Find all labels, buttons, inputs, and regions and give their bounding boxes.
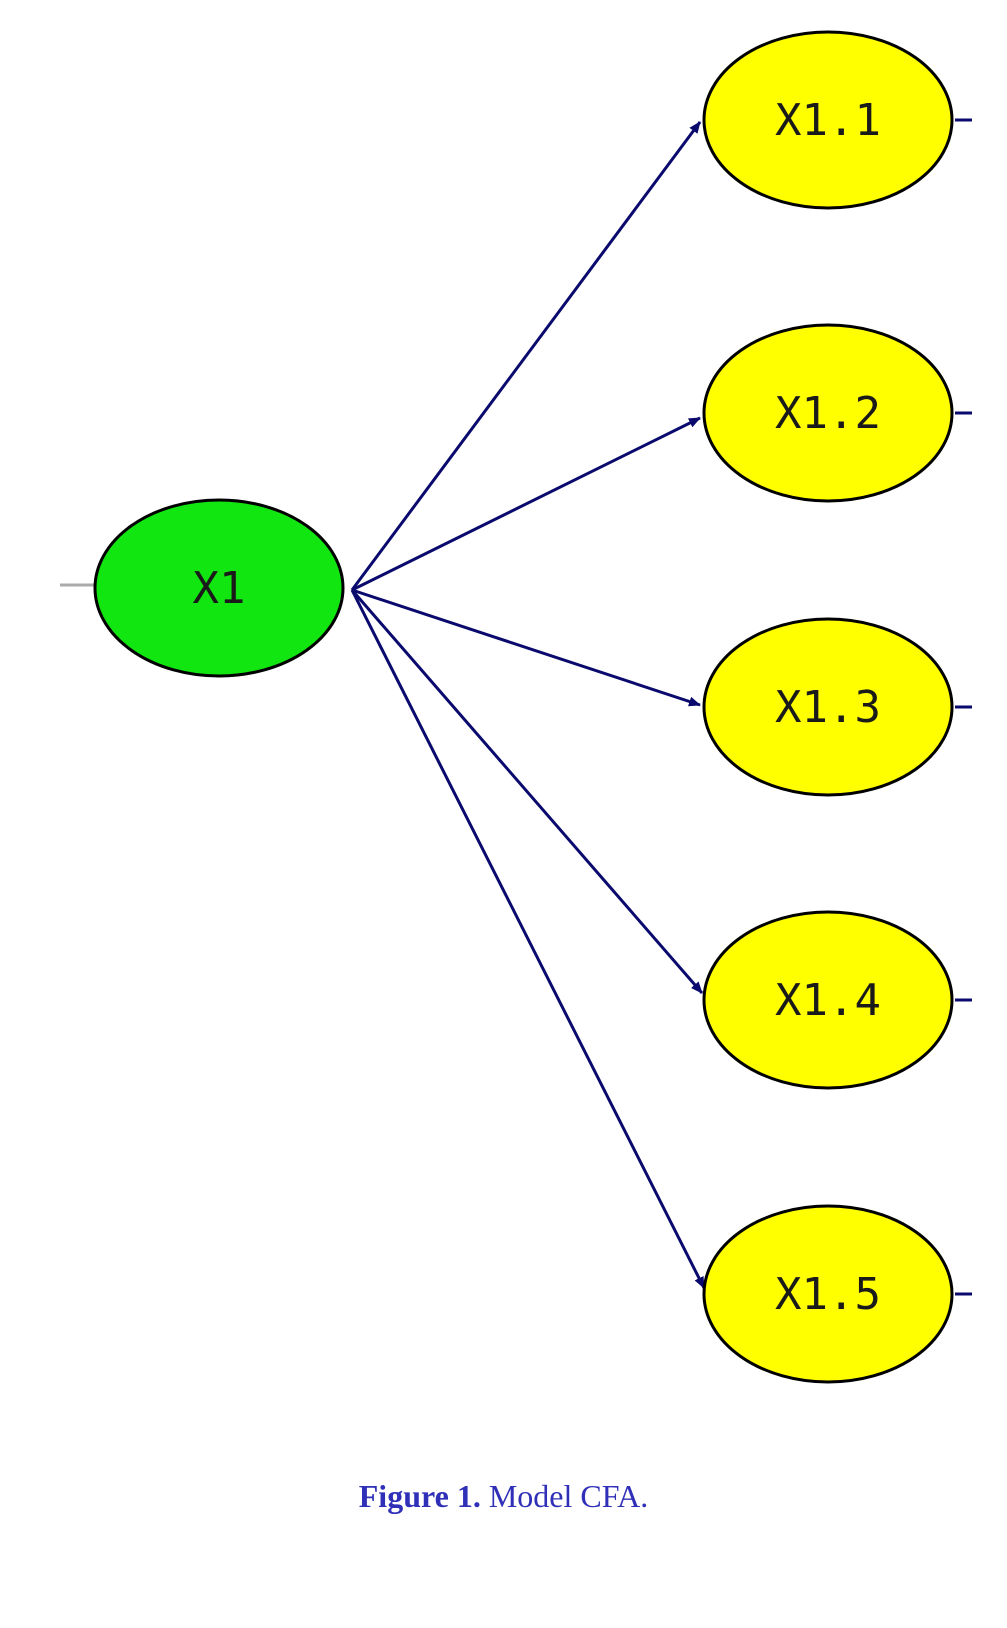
indicator-label: X1.3 bbox=[775, 682, 881, 733]
loading-arrows bbox=[350, 121, 706, 1289]
indicator-label: X1.4 bbox=[775, 975, 881, 1026]
indicator-ellipse bbox=[702, 910, 954, 1090]
indicator-label: X1.1 bbox=[775, 95, 881, 146]
indicator-ellipse bbox=[702, 30, 954, 210]
cfa-path-diagram: X1 X1.1 X1.2 X1.3 X1.4 X1.5 bbox=[60, 30, 972, 1384]
indicator-node-x1-3[interactable]: X1.3 bbox=[702, 617, 972, 797]
arrow-x1-to-x1-5 bbox=[350, 589, 706, 1289]
indicator-node-x1-5[interactable]: X1.5 bbox=[702, 1204, 972, 1384]
arrow-x1-to-x1-1 bbox=[350, 121, 702, 591]
figure-caption-text: Model CFA. bbox=[480, 1478, 649, 1514]
indicator-label: X1.5 bbox=[775, 1269, 881, 1320]
indicator-label: X1.2 bbox=[775, 388, 881, 439]
arrow-x1-to-x1-2 bbox=[351, 416, 701, 592]
indicator-node-x1-2[interactable]: X1.2 bbox=[702, 323, 972, 503]
latent-label: X1 bbox=[193, 563, 246, 614]
arrow-x1-to-x1-4 bbox=[350, 589, 704, 994]
indicator-node-x1-4[interactable]: X1.4 bbox=[702, 910, 972, 1090]
figure-caption-label: Figure 1. bbox=[358, 1478, 481, 1514]
indicator-ellipse bbox=[702, 1204, 954, 1384]
indicator-ellipse bbox=[702, 617, 954, 797]
indicator-node-x1-1[interactable]: X1.1 bbox=[702, 30, 972, 210]
indicator-ellipse bbox=[702, 323, 954, 503]
arrow-x1-to-x1-3 bbox=[351, 588, 701, 707]
figure-caption: Figure 1. Model CFA. bbox=[0, 1478, 1007, 1515]
latent-ellipse bbox=[93, 498, 345, 678]
latent-node-x1[interactable]: X1 bbox=[93, 498, 345, 678]
